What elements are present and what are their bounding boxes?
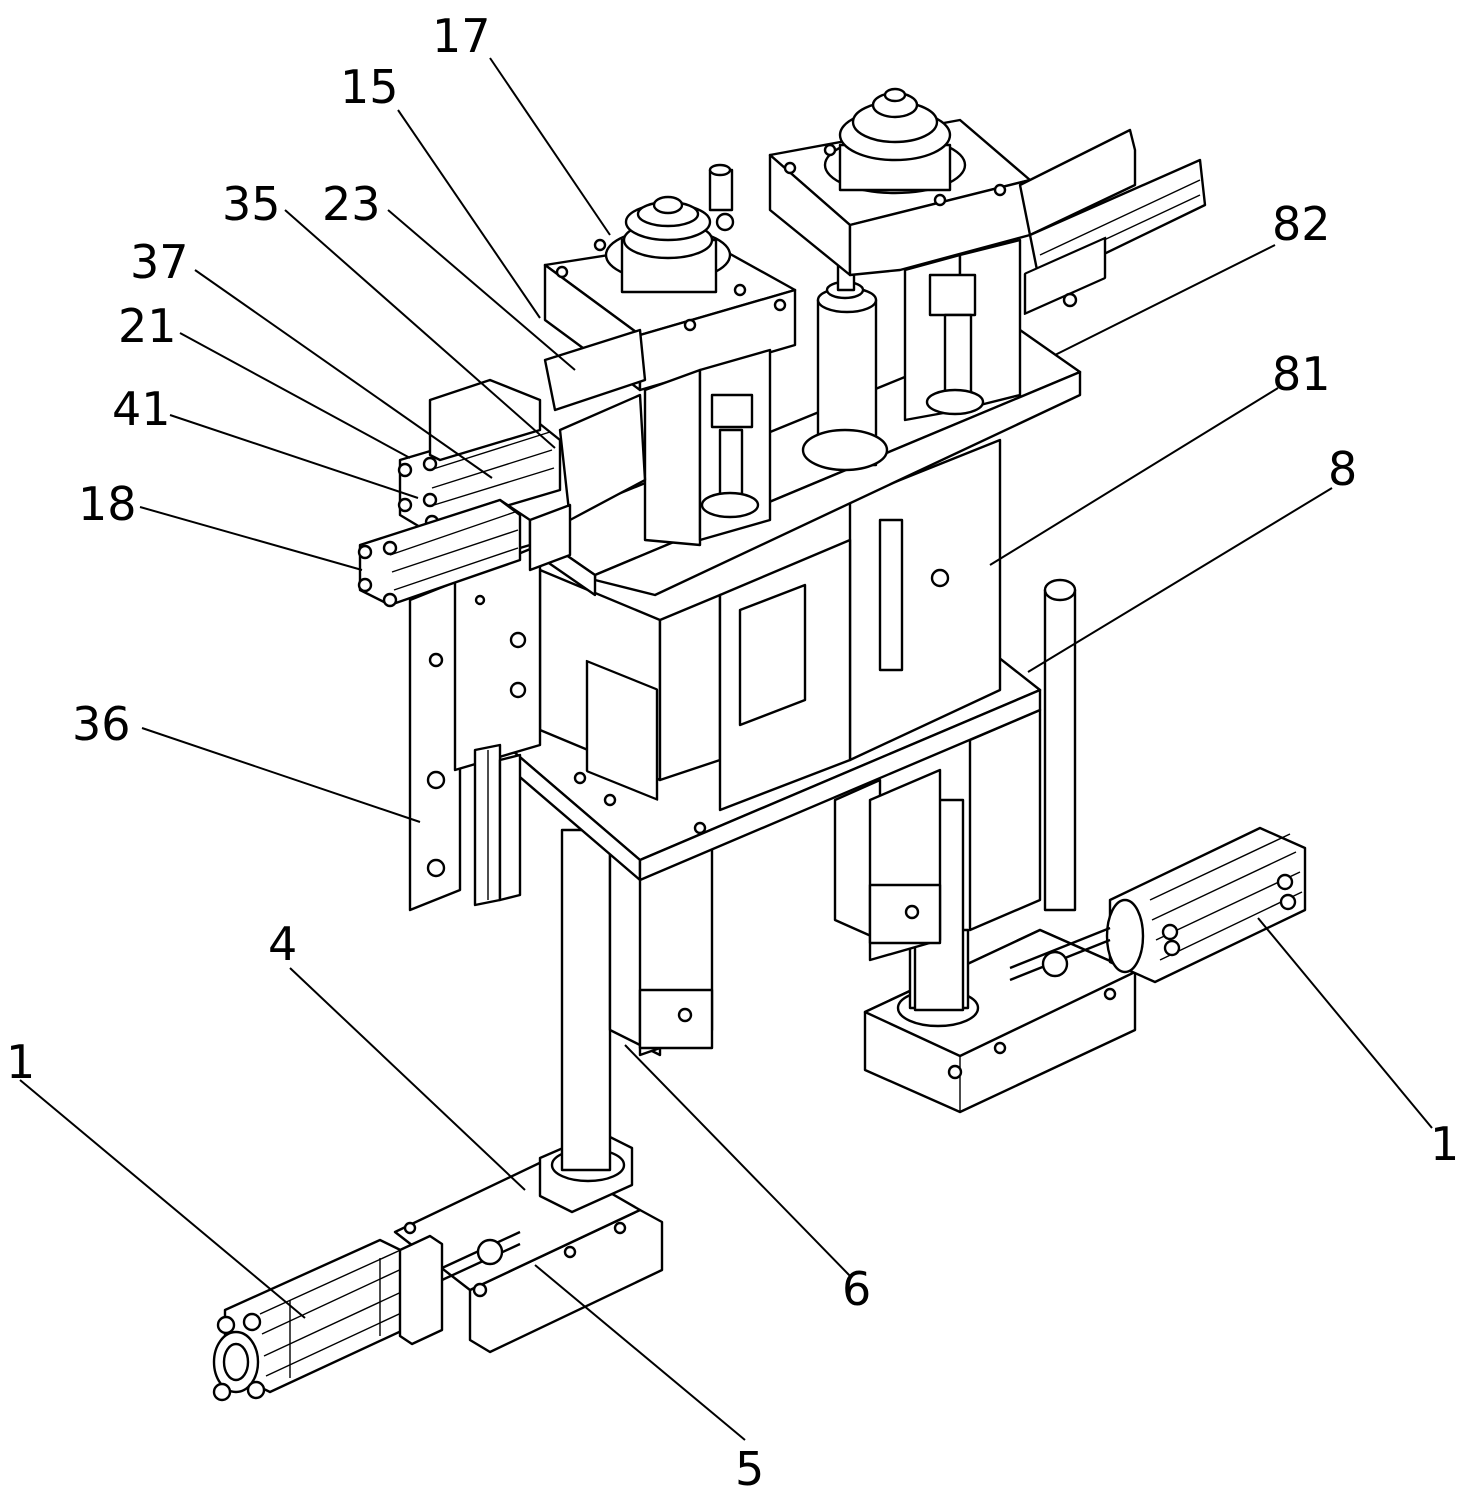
callout-35: 35 [222, 177, 281, 231]
left-gear [624, 195, 712, 242]
center-cylinder [801, 260, 889, 472]
right-piston-cylinder [1105, 826, 1307, 984]
right-head-cylinders [1018, 128, 1207, 315]
vertical-columns [560, 578, 1077, 1172]
callout-1-right: 1 [1430, 1117, 1459, 1171]
callout-21: 21 [118, 299, 177, 353]
left-cylinder-assembly [212, 1130, 664, 1402]
callout-5: 5 [735, 1442, 764, 1496]
callout-15: 15 [340, 60, 399, 114]
left-tool-head [543, 163, 797, 547]
callout-4: 4 [268, 917, 297, 971]
callout-41: 41 [112, 382, 171, 436]
callout-labels: 17 15 35 23 37 21 41 18 36 82 81 8 4 1 1… [6, 9, 1459, 1496]
callout-23: 23 [322, 177, 381, 231]
leader-lines [19, 57, 1433, 1441]
callout-18: 18 [78, 477, 137, 531]
callout-36: 36 [72, 697, 131, 751]
left-slide-rails [408, 543, 542, 912]
left-side-cylinders [357, 328, 647, 608]
callout-81: 81 [1272, 347, 1331, 401]
left-piston-cylinder [212, 1234, 444, 1402]
right-gear [838, 87, 952, 162]
callout-82: 82 [1272, 197, 1331, 251]
callout-8: 8 [1328, 442, 1357, 496]
callout-17: 17 [432, 9, 491, 63]
right-tool-head [768, 87, 1032, 422]
callout-1-left: 1 [6, 1035, 35, 1089]
main-frame [538, 438, 1002, 812]
callout-37: 37 [130, 235, 189, 289]
callout-6: 6 [842, 1262, 871, 1316]
